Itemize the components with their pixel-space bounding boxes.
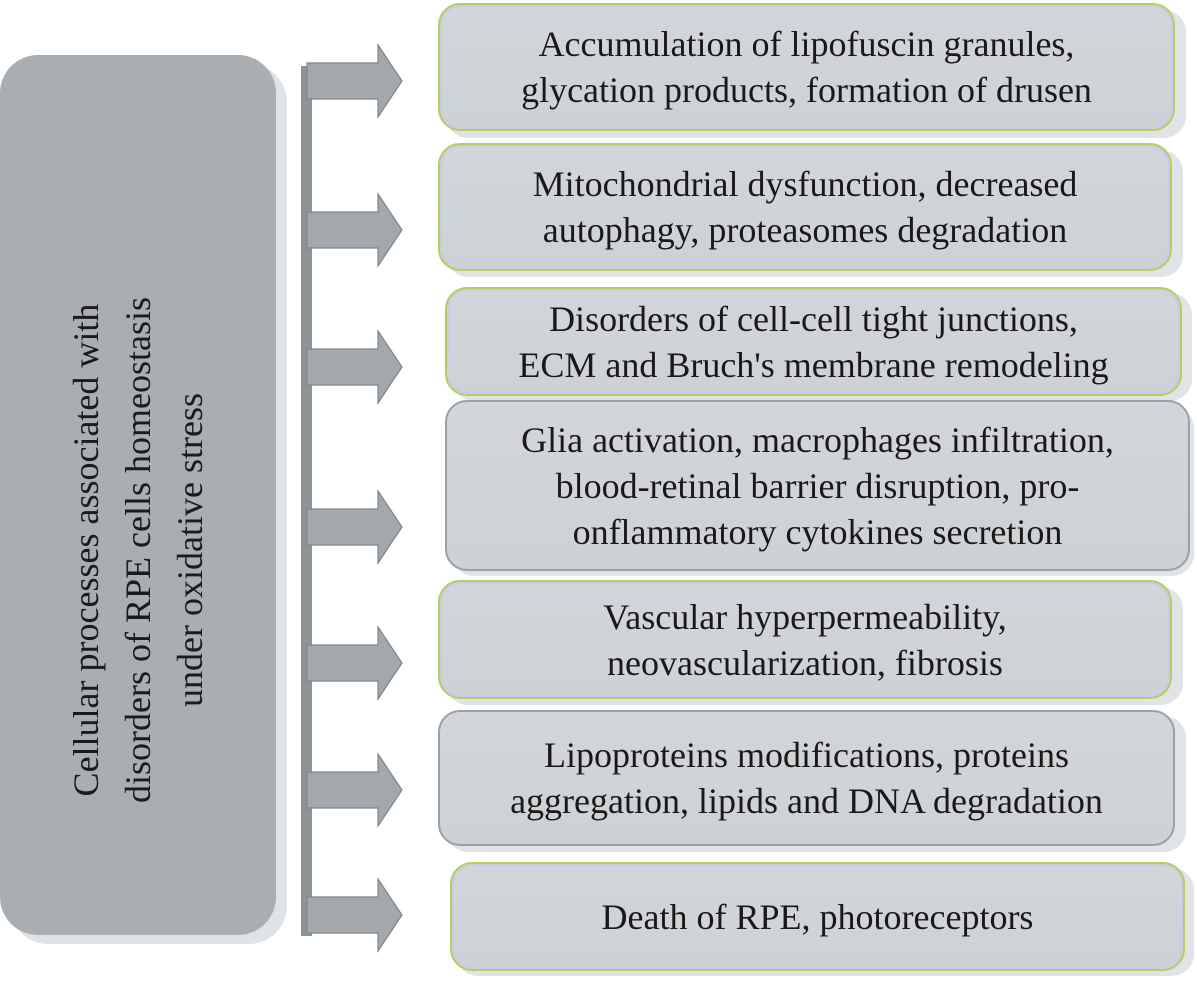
process-1-line-1: Accumulation of lipofuscin granules, — [538, 24, 1075, 64]
process-6-line-2: aggregation, lipids and DNA degradation — [510, 781, 1103, 821]
process-4-line-1: Glia activation, macrophages infiltratio… — [521, 419, 1114, 460]
process-4-line-2: blood-retinal barrier disruption, pro- — [555, 465, 1080, 506]
arrow-right-icon-1 — [306, 43, 403, 119]
arrow-right-icon-7 — [306, 877, 403, 953]
process-text-5: Vascular hyperpermeability, neovasculari… — [603, 594, 1007, 686]
process-text-7: Death of RPE, photoreceptors — [602, 894, 1034, 940]
process-3-line-2: ECM and Bruch's membrane remodeling — [518, 344, 1109, 385]
process-7-line-1: Death of RPE, photoreceptors — [601, 896, 1034, 937]
arrow-right-icon-3 — [306, 329, 403, 405]
process-2-line-1: Mitochondrial dysfunction, decreased — [532, 164, 1078, 204]
process-box-6: Lipoproteins modifications, proteins agg… — [438, 710, 1175, 846]
process-5-line-1: Vascular hyperpermeability, — [603, 596, 1007, 637]
process-text-2: Mitochondrial dysfunction, decreased aut… — [533, 161, 1078, 253]
process-3-line-1: Disorders of cell-cell tight junctions, — [549, 298, 1078, 339]
process-2-line-2: autophagy, proteasomes degradation — [542, 210, 1068, 250]
process-5-line-2: neovascularization, fibrosis — [607, 642, 1003, 683]
process-box-2: Mitochondrial dysfunction, decreased aut… — [438, 143, 1172, 271]
process-box-5: Vascular hyperpermeability, neovasculari… — [438, 580, 1172, 699]
connector-spine — [301, 66, 312, 936]
arrow-right-icon-5 — [306, 625, 403, 701]
arrow-right-icon-4 — [306, 489, 403, 565]
process-6-line-1: Lipoproteins modifications, proteins — [544, 735, 1069, 775]
arrow-right-icon-2 — [306, 192, 403, 268]
process-text-1: Accumulation of lipofuscin granules, gly… — [521, 21, 1092, 113]
process-box-7: Death of RPE, photoreceptors — [450, 862, 1185, 971]
arrow-right-icon-6 — [306, 752, 403, 828]
process-box-1: Accumulation of lipofuscin granules, gly… — [438, 3, 1175, 131]
process-4-line-3: onflammatory cytokines secretion — [572, 511, 1063, 552]
process-1-line-2: glycation products, formation of drusen — [521, 70, 1092, 110]
process-box-3: Disorders of cell-cell tight junctions, … — [445, 287, 1182, 396]
process-text-3: Disorders of cell-cell tight junctions, … — [518, 296, 1108, 388]
title-box: Cellular processes associated with disor… — [0, 55, 276, 935]
process-box-4: Glia activation, macrophages infiltratio… — [445, 400, 1190, 571]
process-text-6: Lipoproteins modifications, proteins agg… — [510, 732, 1103, 824]
process-text-4: Glia activation, macrophages infiltratio… — [521, 417, 1114, 555]
